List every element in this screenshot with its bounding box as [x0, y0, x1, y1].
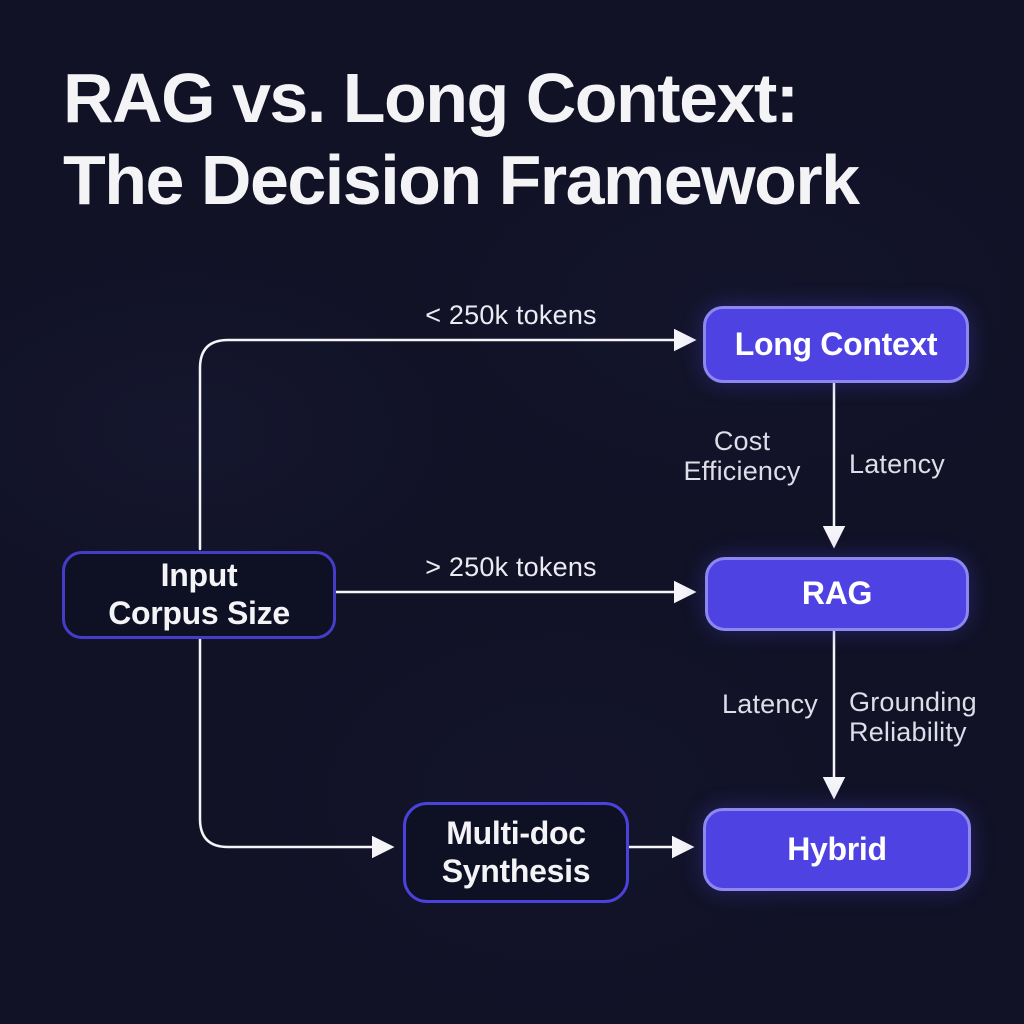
- node-long-context: Long Context: [703, 306, 969, 383]
- edge-label-cost-efficiency-line-1: Cost: [713, 426, 771, 456]
- edge-input-to-multi-doc: [198, 634, 395, 859]
- edge-label-grounding-reliability-line-1: Grounding: [849, 687, 977, 717]
- node-hybrid-label: Hybrid: [787, 830, 887, 867]
- node-rag-label: RAG: [801, 575, 873, 612]
- page-title: RAG vs. Long Context: The Decision Frame…: [63, 58, 860, 222]
- edge-input-to-long-context: [198, 328, 697, 551]
- node-multi-doc-synthesis: Multi-doc Synthesis: [403, 802, 629, 903]
- edge-label-cost-efficiency: Cost Efficiency: [664, 426, 820, 486]
- edge-label-latency-bottom: Latency: [722, 689, 818, 719]
- edge-label-over-250k-tokens: > 250k tokens: [425, 552, 597, 582]
- node-input-corpus-size: Input Corpus Size: [62, 551, 336, 639]
- node-multi-doc-synthesis-line-2: Synthesis: [441, 852, 591, 889]
- edge-label-grounding-reliability: Grounding Reliability: [849, 687, 977, 747]
- node-hybrid: Hybrid: [703, 808, 971, 891]
- node-multi-doc-synthesis-line-1: Multi-doc: [446, 814, 586, 851]
- page-title-line-2: The Decision Framework: [63, 140, 860, 219]
- edge-label-under-250k-tokens: < 250k tokens: [425, 300, 597, 330]
- node-input-corpus-size-line-1: Input: [160, 557, 238, 594]
- edge-label-latency-top: Latency: [849, 449, 945, 479]
- edge-label-cost-efficiency-line-2: Efficiency: [683, 456, 801, 487]
- node-rag: RAG: [705, 557, 969, 631]
- node-long-context-label: Long Context: [734, 325, 938, 362]
- edge-label-grounding-reliability-line-2: Reliability: [849, 717, 967, 748]
- page-title-line-1: RAG vs. Long Context:: [63, 59, 799, 137]
- node-input-corpus-size-line-2: Corpus Size: [108, 595, 290, 631]
